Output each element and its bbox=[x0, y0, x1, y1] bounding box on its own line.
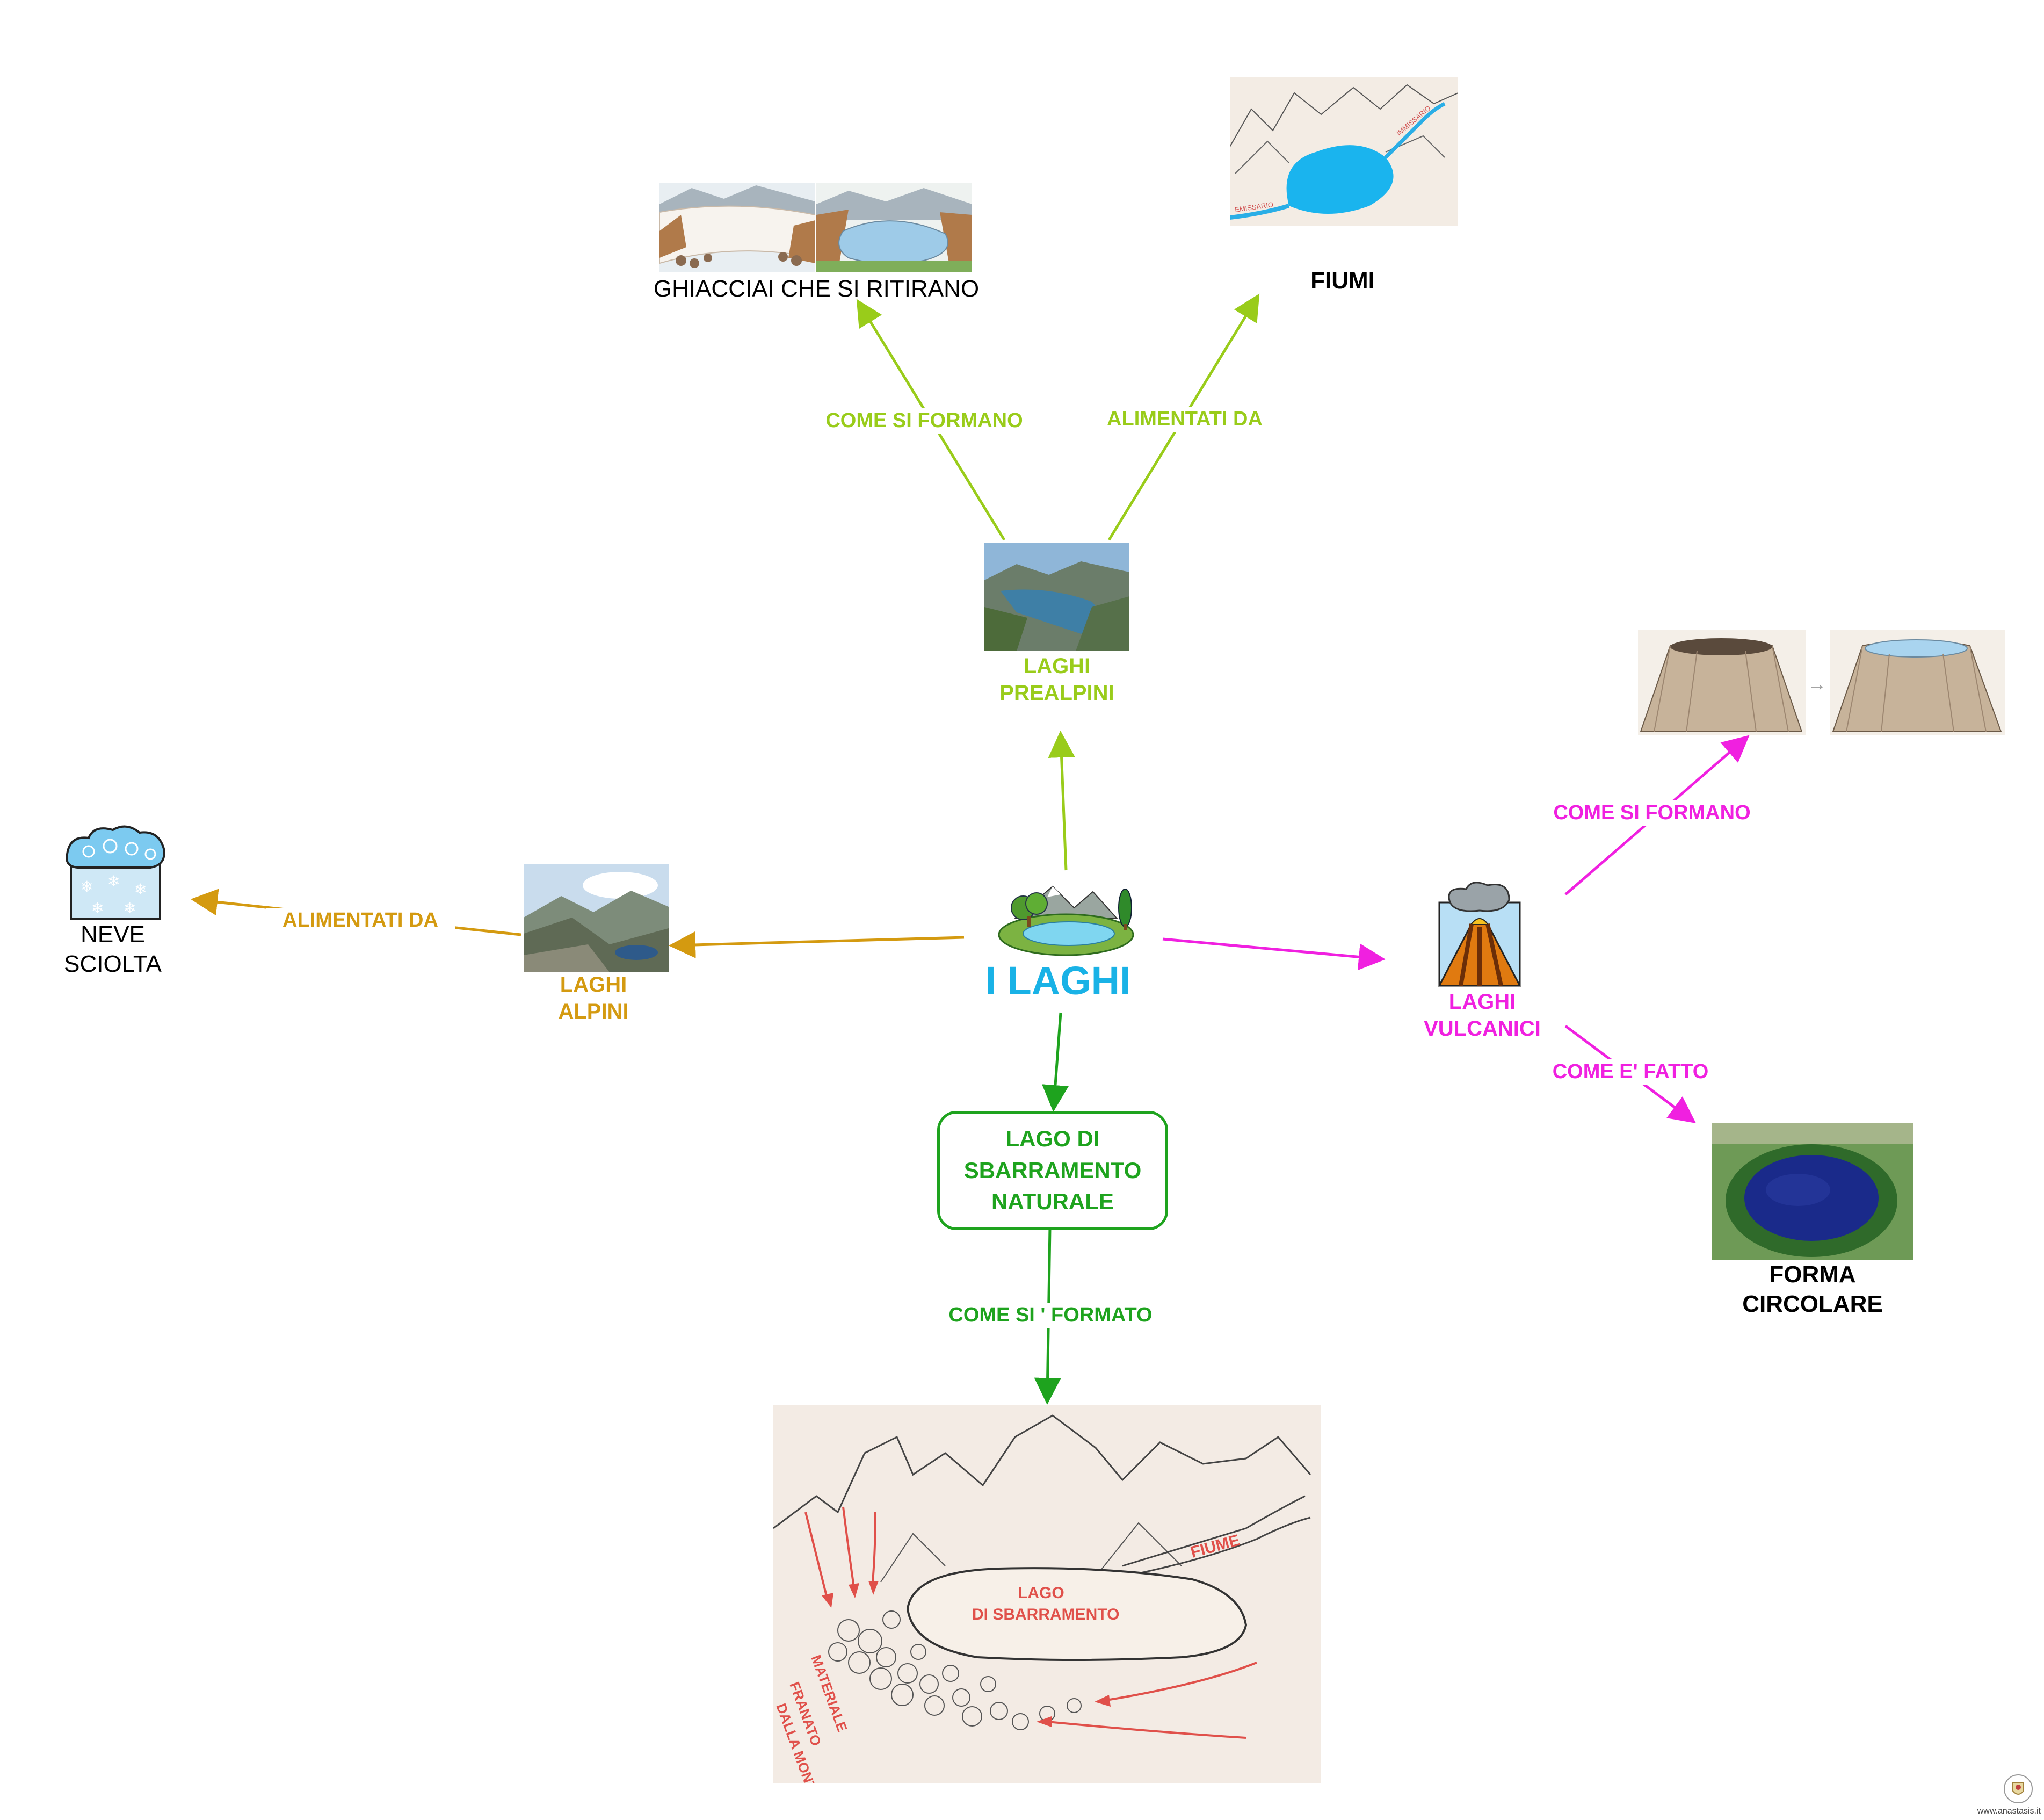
arrow-central-vulcanici bbox=[1162, 937, 1386, 971]
arrow-central-alpini bbox=[669, 931, 965, 958]
edge-label-alpini-alimentati: ALIMENTATI DA bbox=[266, 908, 455, 934]
node-forma-circolare: FORMA CIRCOLARE bbox=[1742, 1261, 1883, 1317]
svg-text:❄: ❄ bbox=[91, 899, 104, 917]
snow-icon: ❄❄❄ ❄❄ bbox=[64, 825, 166, 921]
node-laghi-alpini: LAGHI ALPINI bbox=[558, 973, 629, 1023]
prealpine-lake-photo bbox=[984, 543, 1129, 651]
lake-landscape-icon bbox=[994, 870, 1139, 956]
node-laghi-prealpini: LAGHI PREALPINI bbox=[999, 654, 1114, 705]
node-fiumi: FIUMI bbox=[1310, 268, 1375, 294]
svg-text:❄: ❄ bbox=[107, 872, 120, 890]
node-lago-sbarramento-label: LAGO DI SBARRAMENTO NATURALE bbox=[963, 1125, 1142, 1215]
arrow-central-sbarramento bbox=[1042, 1012, 1069, 1112]
node-laghi-vulcanici: LAGHI VULCANICI bbox=[1424, 990, 1541, 1041]
volcano-icon bbox=[1429, 881, 1531, 988]
anastasis-logo-icon bbox=[2002, 1773, 2034, 1805]
edge-label-prealpini-alimentati: ALIMENTATI DA bbox=[1090, 407, 1279, 432]
node-ghiacciai: GHIACCIAI CHE SI RITIRANO bbox=[653, 276, 980, 302]
central-title: I LAGHI bbox=[985, 958, 1131, 1003]
edge-label-sbarramento-formato: COME SI ' FORMATO bbox=[924, 1303, 1177, 1328]
crater-lake-image bbox=[1830, 630, 2005, 735]
volcano-crater-image bbox=[1638, 630, 1806, 735]
svg-text:❄: ❄ bbox=[81, 878, 93, 895]
footer-watermark: www.anastasis.it bbox=[1977, 1807, 2041, 1816]
node-neve-sciolta: NEVE SCIOLTA bbox=[64, 921, 162, 977]
river-lake-sketch: EMISSARIO IMMISSARIO bbox=[1230, 77, 1458, 226]
edge-label-vulcanici-fatto: COME E' FATTO bbox=[1531, 1059, 1730, 1085]
node-lago-sbarramento: LAGO DI SBARRAMENTO NATURALE bbox=[937, 1111, 1168, 1230]
edge-label-prealpini-formano: COME SI FORMANO bbox=[811, 408, 1038, 434]
glacial-lake-image bbox=[816, 183, 972, 272]
alpine-lake-photo bbox=[524, 864, 669, 972]
arrow-right-icon: → bbox=[1807, 673, 1826, 695]
arrow-central-prealpini bbox=[1048, 731, 1075, 871]
edge-label-vulcanici-formano: COME SI FORMANO bbox=[1536, 800, 1768, 826]
svg-text:❄: ❄ bbox=[124, 899, 136, 917]
glacier-image bbox=[659, 183, 815, 272]
circular-lake-photo bbox=[1712, 1123, 1913, 1260]
svg-text:❄: ❄ bbox=[134, 880, 147, 898]
